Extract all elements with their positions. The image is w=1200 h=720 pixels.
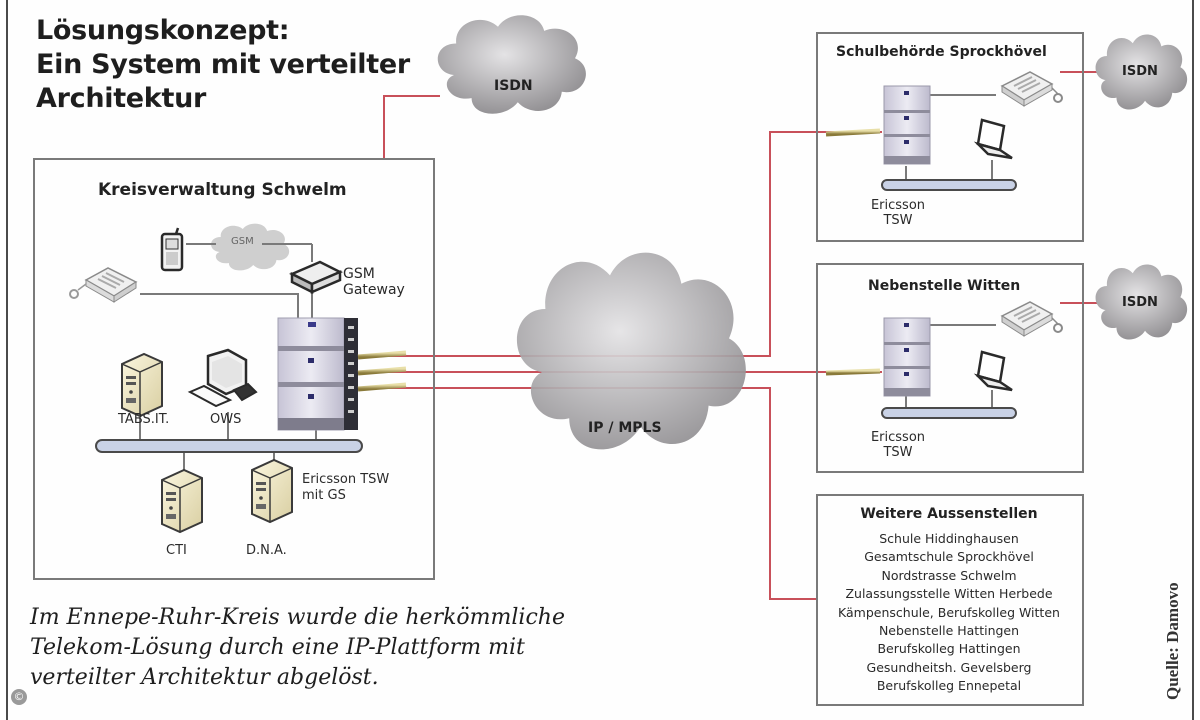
caption: Im Ennepe-Ruhr-Kreis wurde die herkömmli…	[30, 603, 565, 693]
ericsson-tsw-main-label-line-1: Ericsson TSW	[302, 472, 390, 487]
diagram-title: Lösungskonzept: Ein System mit verteilte…	[36, 14, 410, 116]
sprockhoevel-site-box	[816, 32, 1084, 242]
main-site-lines	[139, 243, 317, 470]
ericsson-tsw-witten-label-line-2: TSW	[883, 445, 913, 460]
gsm-gateway-label-line-1: GSM	[343, 266, 375, 282]
ericsson-tsw-sprockhoevel-label-line-1: Ericsson	[870, 198, 926, 213]
caption-line-2: Telekom-Lösung durch eine IP-Plattform m…	[30, 635, 525, 660]
patch-cables-main	[357, 350, 407, 392]
list-item: Schule Hiddinghausen	[879, 531, 1019, 546]
title-line-2: Ein System mit verteilter	[36, 49, 410, 80]
title-line-1: Lösungskonzept:	[36, 15, 290, 46]
gsm-gateway-device	[289, 260, 343, 295]
gsm-gateway-label-line-2: Gateway	[343, 282, 405, 298]
caption-line-1: Im Ennepe-Ruhr-Kreis wurde die herkömmli…	[30, 605, 565, 630]
gsm-cloud-label: GSM	[231, 236, 254, 247]
witten-site-box	[816, 263, 1084, 473]
patch-cable-witten	[825, 368, 881, 376]
list-item: Berufskolleg Hattingen	[877, 641, 1021, 657]
ericsson-tsw-sprockhoevel-label: Ericsson TSW	[868, 198, 928, 228]
caption-line-3: verteilter Architektur abgelöst.	[30, 665, 379, 690]
list-item: Gesundheitsh. Gevelsberg	[866, 659, 1032, 675]
copyright-icon: ©	[11, 689, 27, 705]
list-item: Zulassungsstelle Witten Herbede	[845, 586, 1053, 602]
other-sites-list: Schule Hiddinghausen Gesamtschule Sprock…	[818, 530, 1080, 696]
lan-bus-main	[95, 439, 363, 453]
isdn-cloud-witten-label: ISDN	[1122, 295, 1158, 310]
list-item: Nordstrasse Schwelm	[881, 567, 1017, 583]
ip-mpls-cloud-label: IP / MPLS	[588, 420, 662, 436]
list-item: Kämpenschule, Berufskolleg Witten	[838, 604, 1060, 620]
ericsson-tsw-sprockhoevel-label-line-2: TSW	[883, 213, 913, 228]
desk-phone-sprockhoevel-icon	[1001, 71, 1063, 107]
gsm-gateway-label: GSM Gateway	[343, 266, 405, 298]
cti-label: CTI	[166, 543, 187, 558]
main-site-title: Kreisverwaltung Schwelm	[98, 180, 347, 200]
witten-site-title: Nebenstelle Witten	[868, 278, 1021, 294]
other-sites-title: Weitere Aussenstellen	[860, 506, 1038, 522]
mobile-phone-icon	[160, 227, 184, 272]
patch-cable-sprockhoevel	[825, 128, 881, 137]
ericsson-tsw-main-label-line-2: mit GS	[302, 488, 346, 503]
source-credit: Quelle: Damovo	[1163, 582, 1182, 700]
ows-workstation-icon	[187, 348, 258, 408]
list-item: Nebenstelle Hattingen	[878, 623, 1020, 639]
tabs-it-label: TABS.IT.	[118, 412, 170, 427]
ericsson-tsw-main-server	[277, 317, 358, 431]
desk-phone-main-icon	[69, 267, 137, 303]
main-site-box	[33, 158, 435, 580]
lan-bus-witten	[881, 407, 1017, 419]
sprockhoevel-site-title: Schulbehörde Sprockhövel	[836, 44, 1047, 60]
witten-lines	[905, 324, 996, 408]
ows-label: OWS	[210, 412, 242, 427]
isdn-cloud-sprockhoevel-label: ISDN	[1122, 64, 1158, 79]
ericsson-tsw-witten-label-line-1: Ericsson	[870, 430, 926, 445]
list-item: Gesamtschule Sprockhövel	[864, 549, 1034, 565]
frame-border-right	[1192, 0, 1194, 720]
desk-phone-witten-icon	[1001, 301, 1063, 337]
lan-bus-sprockhoevel	[881, 179, 1017, 191]
ericsson-tsw-witten-label: Ericsson TSW	[868, 430, 928, 460]
ericsson-tsw-main-label: Ericsson TSW mit GS	[302, 472, 389, 504]
dna-label: D.N.A.	[246, 543, 287, 558]
isdn-cloud-main	[437, 15, 586, 114]
frame-border-left	[6, 0, 8, 720]
title-line-3: Architektur	[36, 83, 207, 114]
list-item: Berufskolleg Ennepetal	[876, 678, 1022, 694]
isdn-cloud-main-label: ISDN	[494, 78, 533, 94]
other-sites-box	[816, 494, 1084, 706]
link-main-to-isdn	[383, 95, 440, 158]
sprockhoevel-lines	[905, 94, 996, 180]
